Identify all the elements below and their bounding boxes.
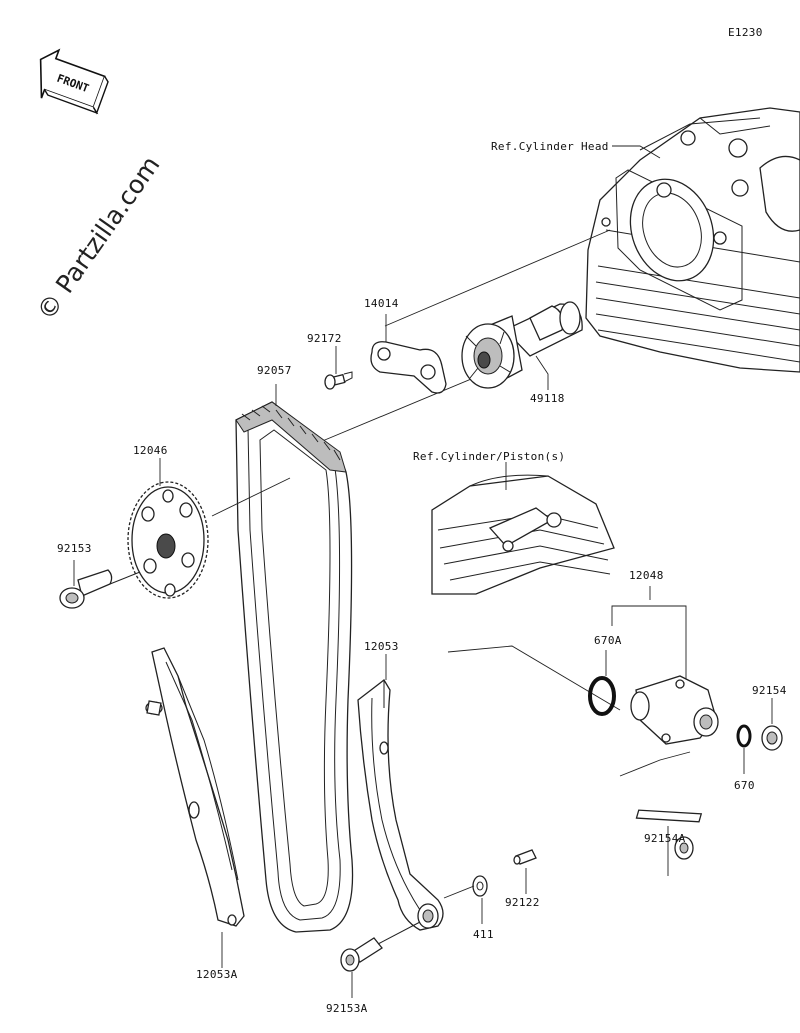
label-92154: 92154 [752, 684, 787, 697]
label-92154A: 92154A [644, 832, 686, 845]
label-411: 411 [473, 928, 494, 941]
label-14014: 14014 [364, 297, 399, 310]
camshaft-49118 [461, 301, 583, 389]
front-arrow-icon: FRONT [39, 48, 109, 115]
plate-14014 [370, 341, 447, 394]
label-49118: 49118 [530, 392, 565, 405]
o-ring-670A [588, 676, 616, 716]
cylinder-piston-illustration [431, 474, 615, 595]
washer-411 [472, 875, 488, 897]
sprocket-12046 [127, 481, 209, 599]
bolt-92153 [59, 569, 141, 609]
chain-guide-12053A [145, 647, 245, 927]
pin-92122 [513, 849, 537, 865]
cam-chain-92057 [235, 401, 354, 933]
bolt-92153A [340, 921, 421, 972]
o-ring-670 [736, 724, 752, 748]
ref-cylinder-piston: Ref.Cylinder/Piston(s) [413, 450, 565, 463]
label-92172: 92172 [307, 332, 342, 345]
label-670A: 670A [594, 634, 622, 647]
label-670: 670 [734, 779, 755, 792]
ref-cylinder-head: Ref.Cylinder Head [491, 140, 609, 153]
label-92122: 92122 [505, 896, 540, 909]
label-92153A: 92153A [326, 1002, 368, 1015]
diagram-code: E1230 [728, 26, 763, 39]
label-12053: 12053 [364, 640, 399, 653]
tensioner-12048 [630, 675, 719, 745]
label-12048: 12048 [629, 569, 664, 582]
bolt-92154 [761, 725, 783, 751]
label-92153: 92153 [57, 542, 92, 555]
bolt-92172 [324, 371, 353, 390]
chain-guide-12053 [357, 679, 444, 931]
watermark: © Partzilla.com [31, 151, 165, 326]
label-12053A: 12053A [196, 968, 238, 981]
label-92057: 92057 [257, 364, 292, 377]
bolt-92154A [635, 809, 703, 860]
cylinder-head-illustration [585, 107, 800, 373]
label-12046: 12046 [133, 444, 168, 457]
cylinder-head-leader [612, 145, 661, 159]
